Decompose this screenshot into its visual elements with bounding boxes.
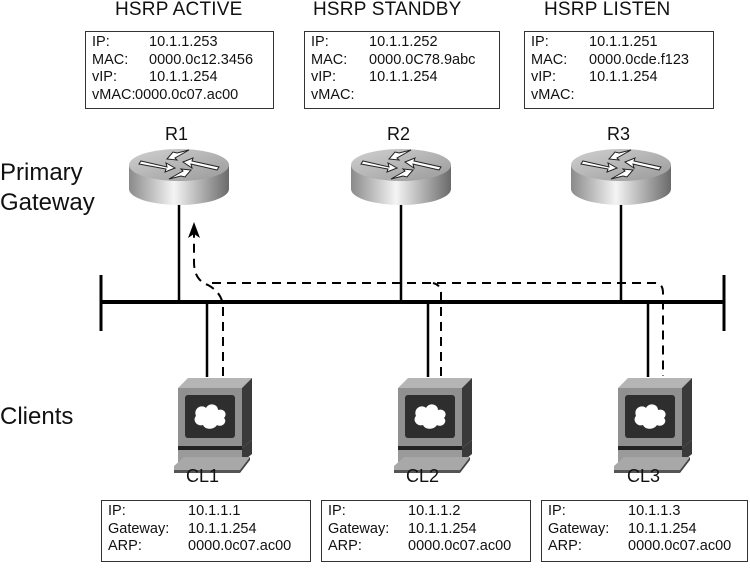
info-row: ARP:0000.0c07.ac00 bbox=[328, 538, 512, 554]
info-row: Gateway:10.1.1.254 bbox=[328, 520, 477, 537]
router-icon bbox=[350, 148, 452, 206]
cl1-info-box: IP:10.1.1.1 Gateway:10.1.1.254 ARP:0000.… bbox=[101, 500, 311, 562]
info-row: vMAC:0000.0c07.ac00 bbox=[92, 86, 239, 103]
arrow-up-icon bbox=[188, 222, 200, 238]
clients-label: Clients bbox=[0, 403, 74, 430]
info-row: vIP:10.1.1.254 bbox=[92, 69, 218, 85]
info-row: vIP:10.1.1.254 bbox=[311, 69, 438, 85]
info-row: MAC:0000.0C78.9abc bbox=[311, 51, 476, 68]
r3-role-title: HSRP LISTEN bbox=[544, 0, 671, 20]
router-icon bbox=[128, 148, 230, 206]
info-row: ARP:0000.0c07.ac00 bbox=[108, 538, 292, 554]
workstation-icon bbox=[394, 378, 472, 473]
cl2-info-box: IP:10.1.1.2 Gateway:10.1.1.254 ARP:0000.… bbox=[321, 500, 531, 562]
workstation-icon bbox=[614, 378, 692, 473]
router-icon bbox=[570, 148, 672, 206]
info-row: IP:10.1.1.253 bbox=[92, 34, 218, 50]
r1-role-title: HSRP ACTIVE bbox=[115, 0, 243, 20]
r1-info-box: IP:10.1.1.253 MAC:0000.0c12.3456 vIP:10.… bbox=[85, 31, 274, 109]
r3-info-box: IP:10.1.1.251 MAC:0000.0cde.f123 vIP:10.… bbox=[524, 31, 714, 109]
cl2-label: CL2 bbox=[406, 466, 440, 486]
primary-gateway-label: Primary Gateway bbox=[0, 159, 95, 216]
r2-info-box: IP:10.1.1.252 MAC:0000.0C78.9abc vIP:10.… bbox=[304, 31, 500, 109]
cl3-label: CL3 bbox=[627, 466, 661, 486]
cl2-path bbox=[432, 282, 442, 376]
info-row: IP:10.1.1.251 bbox=[531, 34, 658, 50]
info-row: IP:10.1.1.252 bbox=[311, 34, 438, 50]
r2-label: R2 bbox=[387, 124, 411, 144]
cl1-to-r1-path bbox=[193, 232, 224, 376]
info-row: IP:10.1.1.3 bbox=[548, 503, 681, 519]
info-row: vMAC: bbox=[531, 86, 575, 103]
r2-role-title: HSRP STANDBY bbox=[313, 0, 462, 20]
workstation-icon bbox=[174, 378, 252, 473]
info-row: Gateway:10.1.1.254 bbox=[548, 520, 697, 537]
info-row: MAC:0000.0c12.3456 bbox=[92, 51, 254, 68]
info-row: MAC:0000.0cde.f123 bbox=[531, 51, 689, 68]
r3-label: R3 bbox=[607, 124, 631, 144]
traffic-path bbox=[193, 232, 664, 376]
r1-label: R1 bbox=[165, 124, 189, 144]
cl3-info-box: IP:10.1.1.3 Gateway:10.1.1.254 ARP:0000.… bbox=[541, 500, 748, 562]
info-row: IP:10.1.1.1 bbox=[108, 503, 241, 519]
info-row: IP:10.1.1.2 bbox=[328, 503, 461, 519]
info-row: Gateway:10.1.1.254 bbox=[108, 520, 257, 537]
info-row: vIP:10.1.1.254 bbox=[531, 69, 658, 85]
info-row: ARP:0000.0c07.ac00 bbox=[548, 538, 732, 554]
info-row: vMAC: bbox=[311, 86, 355, 103]
cl3-path bbox=[212, 282, 664, 376]
cl1-label: CL1 bbox=[186, 466, 220, 486]
